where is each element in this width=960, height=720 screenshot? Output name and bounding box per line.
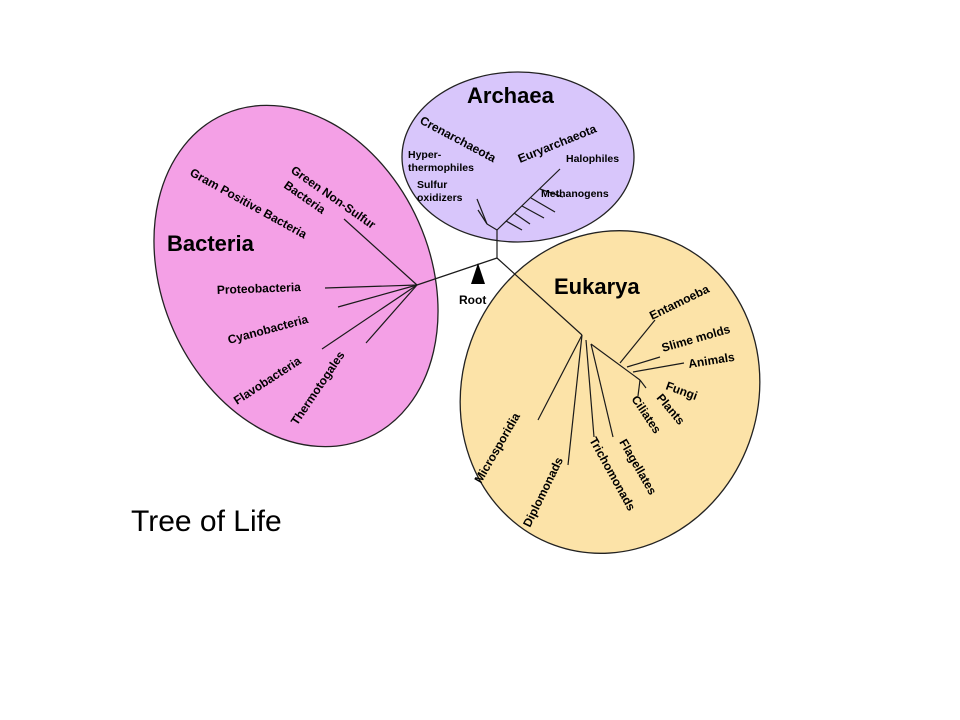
eukarya-title: Eukarya <box>554 274 640 299</box>
tree-branches <box>321 168 685 466</box>
root-arrow-icon <box>471 263 485 284</box>
eukarya-region <box>459 230 761 554</box>
bacteria-title: Bacteria <box>167 231 255 256</box>
archaea-region <box>401 71 635 243</box>
label-proteobacteria: Proteobacteria <box>217 280 302 297</box>
label-thermophiles: thermophiles <box>408 162 474 174</box>
bacteria-region <box>153 104 439 448</box>
label-oxidizers: oxidizers <box>417 192 463 204</box>
label-halophiles: Halophiles <box>566 153 619 165</box>
root-label: Root <box>459 293 486 307</box>
caption: Tree of Life <box>131 505 282 538</box>
label-hyper: Hyper- <box>408 149 442 161</box>
label-methanogens: Methanogens <box>541 188 609 200</box>
archaea-title: Archaea <box>467 83 555 108</box>
label-sulfur: Sulfur <box>417 179 447 191</box>
